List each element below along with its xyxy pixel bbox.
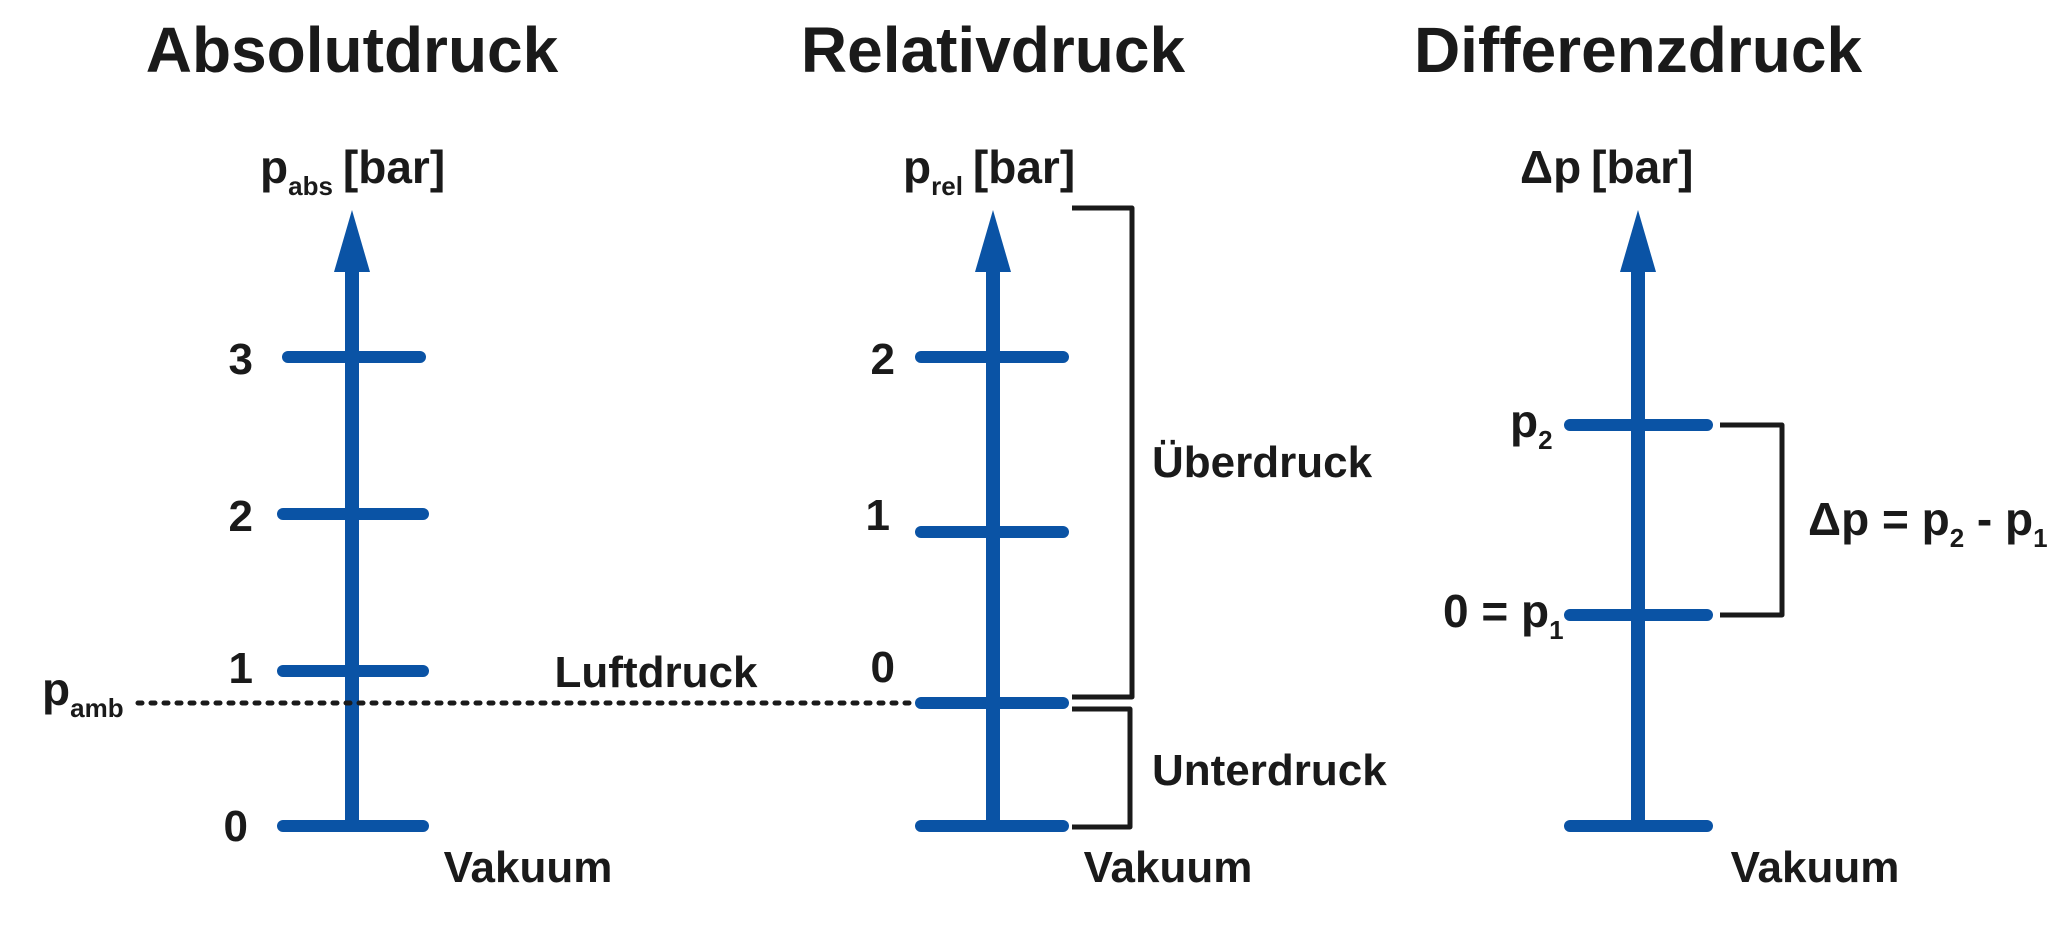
relative-pressure-column: Relativdruck prel[bar] 2 1 0 Überdruck U… xyxy=(801,14,1387,892)
differential-title: Differenzdruck xyxy=(1414,14,1863,86)
underpressure-bracket xyxy=(1072,706,1133,830)
relative-axis-label: prel[bar] xyxy=(903,141,1075,201)
p1-label: 0 = p1 xyxy=(1443,585,1564,645)
absolute-axis-arrowhead xyxy=(334,210,370,272)
underpressure-label: Unterdruck xyxy=(1152,746,1387,795)
p2-label: p2 xyxy=(1510,395,1553,455)
absolute-tick-label-2: 2 xyxy=(229,492,253,541)
ambient-pressure-label: pamb xyxy=(42,663,124,723)
absolute-title: Absolutdruck xyxy=(146,14,559,86)
relative-vacuum-label: Vakuum xyxy=(1084,843,1253,892)
relative-tick-label-0: 0 xyxy=(871,643,895,692)
absolute-pressure-column: Absolutdruck pabs[bar] 3 2 1 0 pamb Vaku… xyxy=(42,14,612,892)
relative-title: Relativdruck xyxy=(801,14,1186,86)
relative-tick-label-1: 1 xyxy=(866,491,890,540)
differential-bracket xyxy=(1720,422,1785,618)
relative-axis-arrowhead xyxy=(975,210,1011,272)
differential-vacuum-label: Vakuum xyxy=(1731,843,1900,892)
differential-axis-label: Δp[bar] xyxy=(1520,141,1693,193)
absolute-tick-label-3: 3 xyxy=(229,335,253,384)
air-pressure-label: Luftdruck xyxy=(555,648,758,697)
absolute-vacuum-label: Vakuum xyxy=(444,843,613,892)
relative-tick-label-2: 2 xyxy=(871,335,895,384)
absolute-tick-label-0: 0 xyxy=(224,802,248,851)
absolute-tick-label-1: 1 xyxy=(229,644,253,693)
absolute-axis-label: pabs[bar] xyxy=(260,141,445,201)
overpressure-bracket xyxy=(1072,205,1135,700)
differential-axis-arrowhead xyxy=(1620,210,1656,272)
differential-formula: Δp = p2 - p1 xyxy=(1808,493,2048,553)
overpressure-label: Überdruck xyxy=(1152,438,1373,487)
differential-pressure-column: Differenzdruck Δp[bar] p2 0 = p1 Δp = p2… xyxy=(1414,14,2048,892)
